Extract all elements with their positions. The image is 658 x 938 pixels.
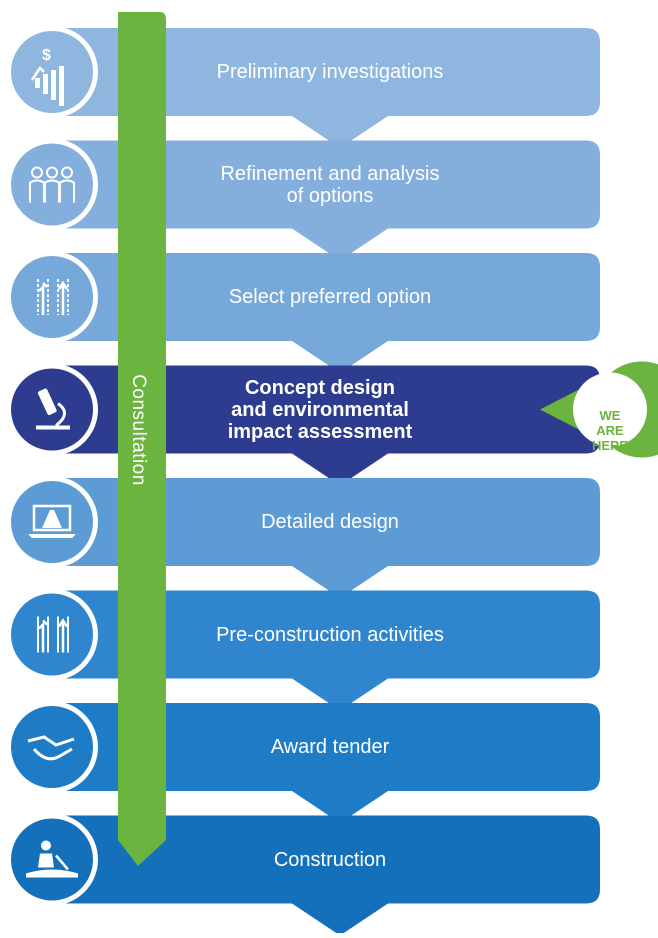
process-step [50, 140, 600, 261]
step-box [50, 253, 600, 373]
laptop-road-icon [6, 476, 98, 568]
consultation-bar [118, 12, 166, 866]
we-are-here-marker [540, 361, 658, 458]
step-box [50, 140, 600, 261]
road-route-options-icon [6, 251, 98, 343]
traffic-lanes-icon [6, 588, 98, 681]
step-label: Detailed design [261, 511, 399, 533]
icon-circle [11, 143, 93, 226]
we-are-here-label: WE ARE HERE [591, 407, 629, 453]
step-box [50, 478, 600, 598]
process-step [50, 253, 600, 373]
process-step [50, 703, 600, 823]
step-label: Concept design and environmental impact … [227, 376, 413, 443]
microscope-icon [6, 363, 98, 456]
consultation-label: Consultation [128, 374, 149, 486]
step-box [50, 815, 600, 936]
step-label: Refinement and analysis of options [220, 162, 440, 207]
icon-circle [11, 593, 93, 676]
process-step [50, 815, 600, 936]
step-label: Preliminary investigations [216, 61, 444, 83]
icon-circle [11, 706, 93, 788]
step-box [50, 365, 600, 486]
handshake-icon [6, 701, 98, 793]
step-box [50, 28, 600, 148]
step-label: Award tender [270, 736, 390, 758]
process-step [50, 478, 600, 598]
step-box [50, 703, 600, 823]
svg-text:$: $ [42, 47, 51, 64]
marker-disc [573, 372, 647, 447]
step-label: Select preferred option [228, 286, 432, 308]
process-step [50, 590, 600, 711]
consultation-bar-shape [118, 12, 166, 866]
step-box [50, 590, 600, 711]
process-step [50, 365, 600, 486]
process-step [50, 28, 600, 148]
step-label: Construction [273, 848, 387, 871]
step-label: Pre-construction activities [216, 623, 444, 646]
people-group-icon [6, 138, 98, 231]
icon-circle [11, 256, 93, 338]
road-worker-icon [6, 813, 98, 906]
investment-growth-icon: $ [6, 26, 98, 118]
